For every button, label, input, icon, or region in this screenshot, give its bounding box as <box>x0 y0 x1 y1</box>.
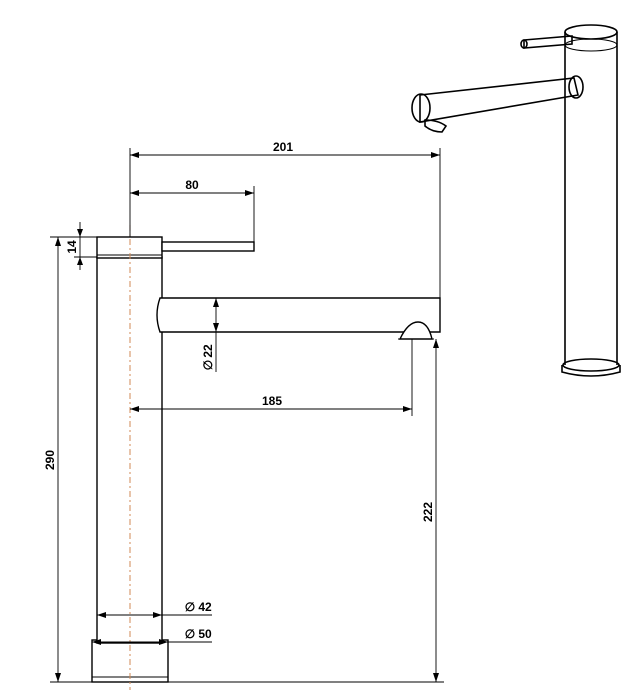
dimension-lines <box>50 148 444 683</box>
lever-handle <box>161 241 255 252</box>
dimension-labels: 201 80 185 290 14 222 ∅ 22 ∅ 42 ∅ 50 <box>43 140 435 641</box>
faucet-elevation <box>91 225 441 690</box>
dim-label-outlet-height: 222 <box>421 502 435 522</box>
spout <box>156 297 441 333</box>
dim-label-body-diameter: ∅ 42 <box>185 600 212 614</box>
faucet-perspective-view <box>411 24 621 377</box>
dim-label-lever-block-height: 14 <box>65 240 79 254</box>
base-diameter-value: 50 <box>198 627 212 641</box>
dim-label-base-diameter: ∅ 50 <box>185 627 212 641</box>
body-diameter-value: 42 <box>198 600 212 614</box>
dim-label-spout-reach: 201 <box>273 140 293 154</box>
dim-label-lever-length: 80 <box>185 178 199 192</box>
spout-outlet <box>398 321 433 340</box>
diameter-symbol: ∅ <box>185 627 195 641</box>
dim-label-spout-diameter: ∅ 22 <box>201 344 215 370</box>
dim-label-overall-height: 290 <box>43 450 57 470</box>
spout-diameter-value: 22 <box>201 344 215 358</box>
dim-label-outlet-reach: 185 <box>262 394 282 408</box>
diameter-symbol: ∅ <box>201 360 215 370</box>
diameter-symbol: ∅ <box>185 600 195 614</box>
